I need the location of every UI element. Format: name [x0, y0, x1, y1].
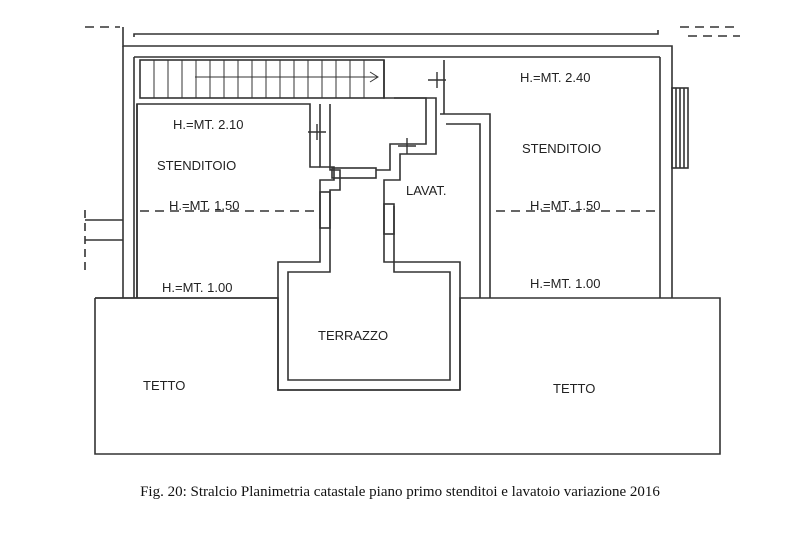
outer-wall-top-inner: [133, 30, 659, 37]
wall-ticks: [308, 72, 446, 154]
lavatoio-wall-inner: [446, 123, 481, 298]
label-height-left-top: H.=MT. 2.10: [173, 117, 243, 132]
label-height-left-mid: H.=MT. 1.50: [169, 198, 239, 213]
floor-plan: H.=MT. 2.10 STENDITOIO H.=MT. 1.50 H.=MT…: [84, 26, 740, 455]
label-height-left-bottom: H.=MT. 1.00: [162, 280, 232, 295]
stair-treads: [153, 60, 365, 98]
label-height-right-mid: H.=MT. 1.50: [530, 198, 600, 213]
label-lavatoio: LAVAT.: [406, 183, 446, 198]
label-terrazzo: TERRAZZO: [318, 328, 388, 343]
label-tetto-right: TETTO: [553, 381, 595, 396]
door-left-room: [319, 191, 331, 229]
label-height-right-top: H.=MT. 2.40: [520, 70, 590, 85]
window-right: [671, 87, 689, 169]
label-tetto-left: TETTO: [143, 378, 185, 393]
figure-caption: Fig. 20: Stralcio Planimetria catastale …: [140, 484, 660, 500]
outer-wall-top: [122, 27, 673, 298]
door-corridor-top: [331, 167, 377, 179]
corridor-wall-right: [383, 60, 461, 390]
label-height-right-bottom: H.=MT. 1.00: [530, 276, 600, 291]
corridor-wall-left-inner: [287, 104, 451, 381]
stair-arrow: [195, 71, 379, 83]
door-lavatoio: [383, 203, 395, 235]
label-stenditoio-right: STENDITOIO: [522, 141, 601, 156]
corridor-wall-left: [277, 104, 460, 391]
roof-outline: [94, 297, 721, 455]
lavatoio-wall: [440, 113, 491, 298]
staircase: [139, 59, 385, 99]
label-stenditoio-left: STENDITOIO: [157, 158, 236, 173]
corridor-wall-right-inner: [376, 97, 427, 171]
